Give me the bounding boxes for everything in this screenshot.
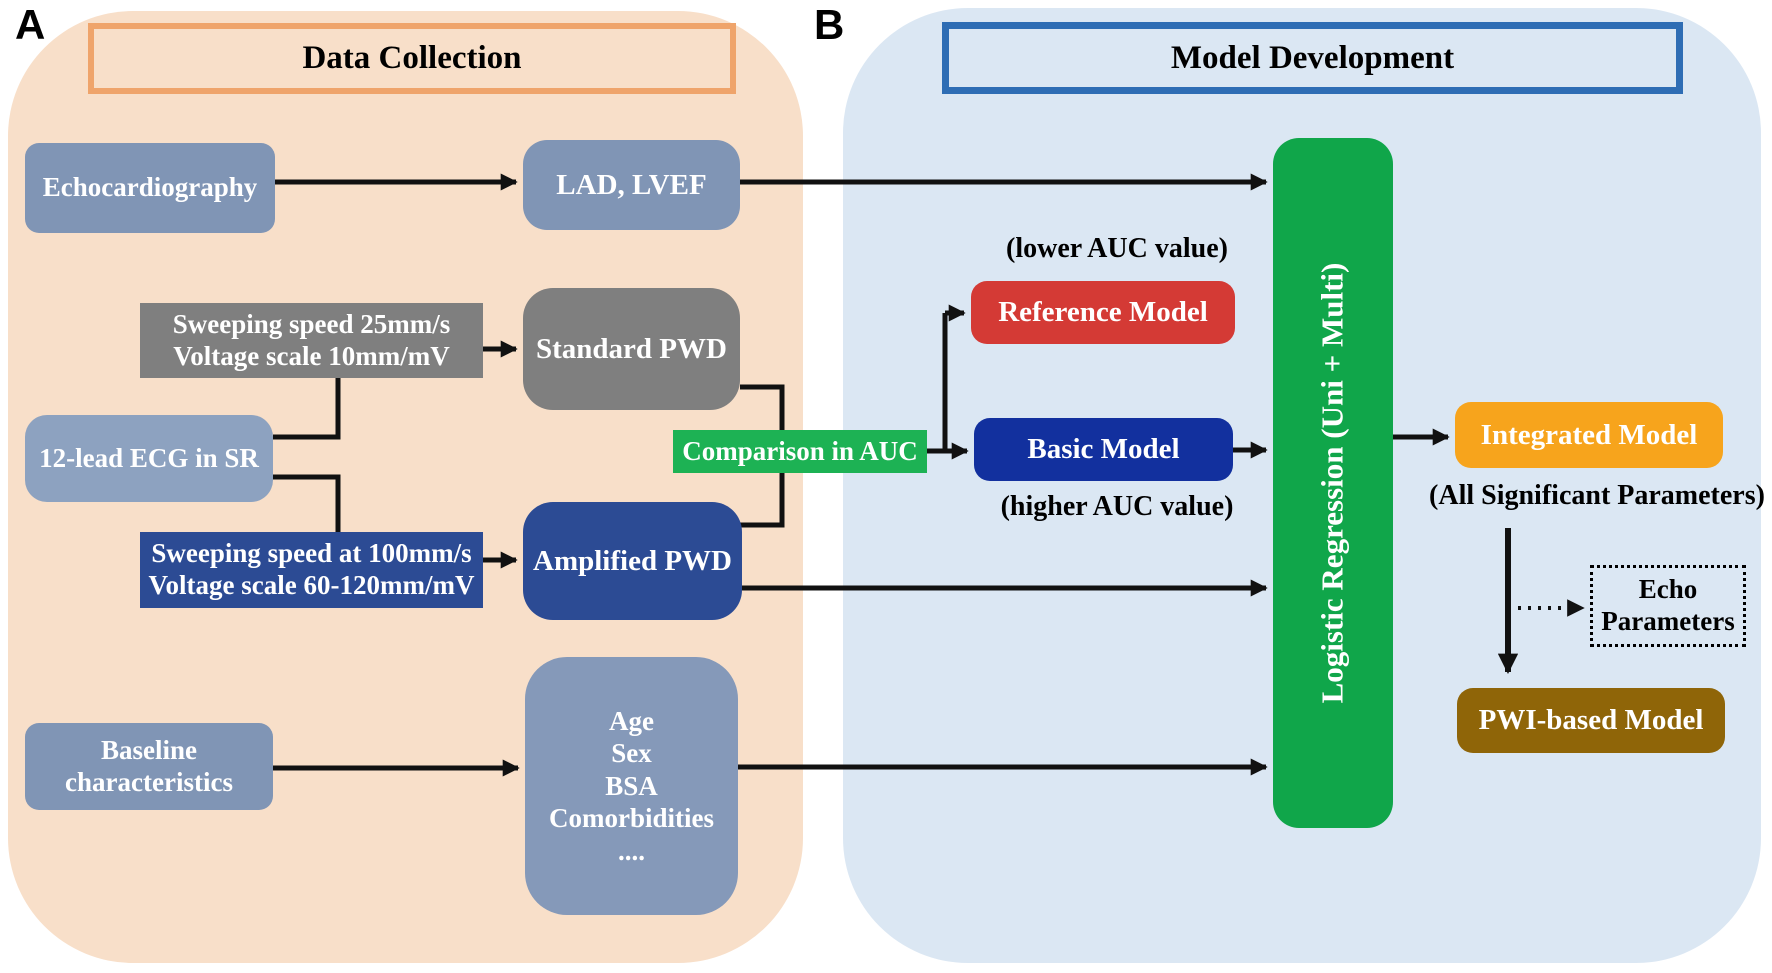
connector-ecg-down [273, 474, 341, 532]
connector-ecg-up [273, 378, 341, 440]
node-baseline-line1: Baseline [100, 734, 197, 765]
logistic-regression-label: Logistic Regression (Uni + Multi) [1314, 262, 1350, 704]
node-echocardiography: Echocardiography [25, 143, 275, 233]
node-baseline-line2: characteristics [65, 766, 233, 797]
node-sweep-standard: Sweeping speed 25mm/s Voltage scale 10mm… [140, 303, 483, 378]
node-sweep-standard-line1: Sweeping speed 25mm/s [172, 308, 451, 339]
demographics-sex: Sex [611, 738, 652, 769]
demographics-age: Age [609, 706, 654, 737]
note-lower-auc: (lower AUC value) [1006, 233, 1228, 264]
node-sweep-amplified-line2: Voltage scale 60-120mm/mV [148, 570, 475, 600]
node-baseline-characteristics: Baseline characteristics [25, 723, 273, 810]
note-all-significant-parameters: (All Significant Parameters) [1429, 480, 1765, 511]
node-sweep-amplified: Sweeping speed at 100mm/s Voltage scale … [140, 532, 483, 608]
title-model-development: Model Development [942, 22, 1683, 94]
node-reference-model: Reference Model [971, 281, 1235, 344]
demographics-comorbidities: Comorbidities [549, 803, 714, 834]
node-lad-lvef: LAD, LVEF [523, 140, 740, 230]
panel-b-label: B [814, 1, 845, 48]
demographics-etc: .... [618, 835, 645, 866]
node-12-lead-ecg: 12-lead ECG in SR [25, 415, 273, 502]
title-data-collection: Data Collection [88, 23, 736, 94]
node-logistic-regression: Logistic Regression (Uni + Multi) [1273, 138, 1393, 828]
node-amplified-pwd: Amplified PWD [523, 502, 742, 620]
node-standard-pwd: Standard PWD [523, 288, 740, 410]
echo-parameters-line2: Parameters [1601, 606, 1735, 636]
node-demographics: Age Sex BSA Comorbidities .... [525, 657, 738, 915]
node-comparison-auc: Comparison in AUC [673, 430, 927, 473]
node-basic-model: Basic Model [974, 418, 1233, 481]
node-pwi-based-model: PWI-based Model [1457, 688, 1725, 753]
node-sweep-standard-line2: Voltage scale 10mm/mV [173, 340, 450, 371]
node-echo-parameters: Echo Parameters [1590, 565, 1746, 647]
note-higher-auc: (higher AUC value) [1000, 491, 1234, 522]
node-sweep-amplified-line1: Sweeping speed at 100mm/s [151, 538, 472, 569]
echo-parameters-line1: Echo [1638, 574, 1698, 605]
demographics-bsa: BSA [605, 770, 658, 801]
node-integrated-model: Integrated Model [1455, 402, 1723, 468]
panel-a-label: A [15, 1, 46, 48]
